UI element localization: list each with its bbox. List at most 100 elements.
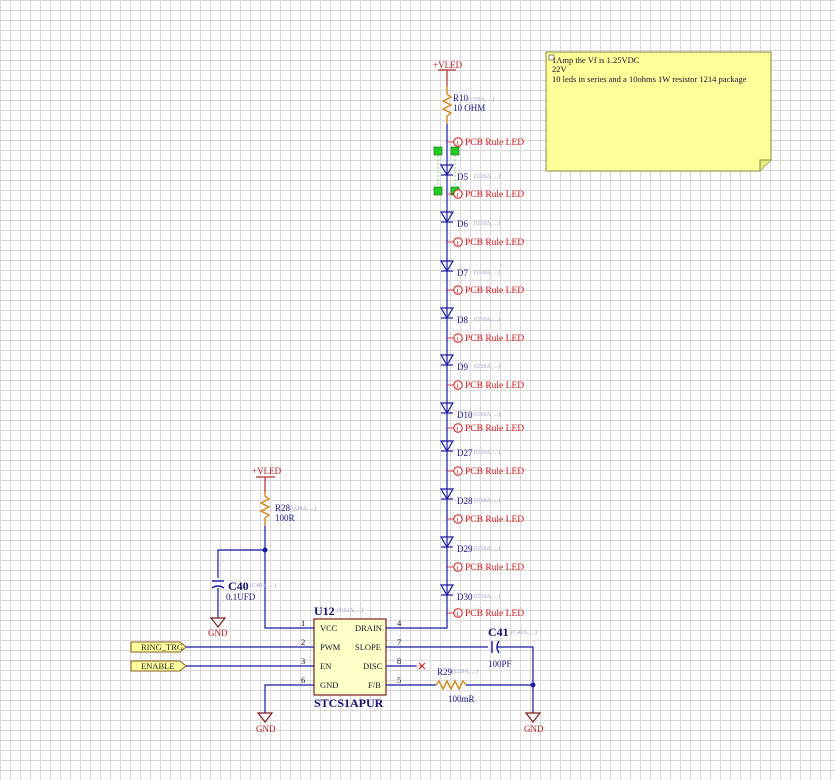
info-icon[interactable]: [453, 562, 463, 573]
vled-left-label: +VLED: [252, 466, 282, 476]
info-icon[interactable]: [453, 514, 463, 525]
gnd2-label: GND: [256, 724, 276, 734]
ring-trg-label: RING_TRG: [141, 642, 183, 652]
junction-fb: [530, 682, 536, 688]
led-d7-ref: D7: [457, 268, 468, 278]
gnd3-label: GND: [524, 724, 544, 734]
info-icon[interactable]: [453, 466, 463, 477]
pcb-rule-label: PCB Rule LED: [465, 467, 524, 477]
power-port-vled-left[interactable]: +VLED: [252, 466, 282, 492]
pin-fb-name: F/B: [368, 680, 381, 690]
c41-wire[interactable]: [497, 646, 534, 685]
c40-tag: (C40A, ...): [250, 582, 276, 589]
pcb-rule-label: PCB Rule LED: [465, 286, 524, 296]
gnd1-label: GND: [208, 628, 228, 638]
pin-pwm-name: PWM: [320, 642, 341, 652]
r10-ref: R10: [453, 93, 469, 103]
r10-tag: (U10A, ...): [468, 96, 494, 103]
vcc-wire[interactable]: [264, 526, 284, 629]
led-chain[interactable]: D5(U10A, ...)D6(U10A, ...)D7(U10A, ...)D…: [440, 137, 524, 602]
led-d6-ref: D6: [457, 219, 468, 229]
info-icon[interactable]: [453, 380, 463, 391]
led-d27-ref: D27: [457, 448, 473, 458]
disc-no-connect[interactable]: [416, 662, 426, 670]
pcb-rule-label: PCB Rule LED: [465, 138, 524, 148]
c41-tag: (C41A, ...): [511, 629, 537, 636]
pin-1-num: 1: [301, 618, 305, 628]
info-icon[interactable]: [453, 237, 463, 248]
resistor-r29[interactable]: R29 (U29A, ...) 100mR: [435, 667, 478, 704]
c41-ref: C41: [488, 625, 509, 639]
led-d7-tag: (U10A, ...): [474, 269, 500, 276]
led-d8-tag: (U10A, ...): [474, 316, 500, 323]
r29-ref: R29: [437, 667, 453, 677]
pin-6-num: 6: [301, 675, 305, 685]
u12-part: STCS1APUR: [314, 696, 384, 710]
pcb-rule-label: PCB Rule LED: [465, 515, 524, 525]
led-d5-tag: (U10A, ...): [474, 173, 500, 180]
led-d9-tag: (U10A, ...): [474, 363, 500, 370]
pin-7-num: 7: [397, 637, 401, 647]
info-icon[interactable]: [453, 189, 463, 200]
pcb-rule-label: PCB Rule LED: [465, 424, 524, 434]
led-d27-tag: (U10A, ...): [474, 449, 500, 456]
info-icon[interactable]: [453, 137, 463, 148]
pin-8-num: 8: [397, 656, 401, 666]
rule-label-drain: PCB Rule LED: [465, 609, 524, 619]
r28-value: 100R: [275, 513, 295, 523]
ground-gnd-ic[interactable]: GND: [256, 712, 276, 734]
enable-label: ENABLE: [141, 661, 175, 671]
ground-gnd-fb[interactable]: GND: [524, 712, 544, 734]
led-d29-ref: D29: [457, 544, 473, 554]
r10-value: 10 OHM: [453, 103, 485, 113]
c40-top-wire[interactable]: [217, 549, 265, 578]
c40-value: 0.1UFD: [226, 592, 256, 602]
led-d30-ref: D30: [457, 592, 473, 602]
pcb-rule-label: PCB Rule LED: [465, 381, 524, 391]
r29-value: 100mR: [448, 694, 475, 704]
note-box[interactable]: 1Amp the Vf is 1.25VDC 22V 10 leds in se…: [545, 51, 772, 172]
pin-disc-name: DISC: [363, 661, 383, 671]
pcb-rule-label: PCB Rule LED: [465, 238, 524, 248]
drain-wire[interactable]: [416, 622, 448, 629]
port-enable[interactable]: ENABLE: [130, 660, 187, 672]
info-icon[interactable]: [453, 423, 463, 434]
pcb-rule-label: PCB Rule LED: [465, 334, 524, 344]
resistor-r10[interactable]: R10 (U10A, ...) 10 OHM: [441, 86, 494, 124]
led-d30-tag: (U10A, ...): [474, 593, 500, 600]
note-line-1: 1Amp the Vf is 1.25VDC: [552, 55, 640, 65]
ground-gnd-c40[interactable]: GND: [208, 617, 228, 638]
led-d10-ref: D10: [457, 410, 473, 420]
info-icon[interactable]: [453, 285, 463, 296]
ic-u12[interactable]: U12 (U12A, ...) STCS1APUR 1 2 3 6 VCC PW…: [284, 604, 416, 710]
pcb-rule-label: PCB Rule LED: [465, 190, 524, 200]
pin-4-num: 4: [397, 618, 402, 628]
pcb-rule-marker-drain[interactable]: PCB Rule LED: [447, 608, 524, 619]
led-d29-tag: (U10A, ...): [474, 545, 500, 552]
pin-slope-name: SLOPE: [355, 642, 381, 652]
note-line-3: 10 leds in series and a 10ohms 1W resist…: [552, 74, 747, 84]
junction-vcc: [262, 547, 268, 553]
gnd-pin-wire[interactable]: [264, 684, 284, 713]
led-d6-tag: (U10A, ...): [474, 220, 500, 227]
power-port-vled-top[interactable]: +VLED: [433, 60, 463, 86]
c40-ref: C40: [228, 579, 249, 593]
led-d9-ref: D9: [457, 362, 468, 372]
info-icon[interactable]: [453, 333, 463, 344]
pin-5-num: 5: [397, 675, 401, 685]
port-ring-trg[interactable]: RING_TRG: [130, 641, 187, 653]
capacitor-c40[interactable]: C40 (C40A, ...) 0.1UFD: [211, 579, 276, 618]
note-line-2: 22V: [552, 64, 568, 74]
r29-wire[interactable]: [466, 684, 534, 713]
capacitor-c41[interactable]: C41 (C41A, ...) 100PF: [488, 625, 537, 669]
resistor-r28[interactable]: R28 (U28A, ...) 100R: [259, 492, 316, 526]
r29-tag: (U29A, ...): [452, 668, 478, 675]
led-d28-ref: D28: [457, 496, 473, 506]
u12-tag: (U12A, ...): [337, 607, 363, 614]
led-d10-tag: (U10A, ...): [474, 411, 500, 418]
c41-value: 100PF: [488, 659, 512, 669]
pin-2-num: 2: [301, 637, 305, 647]
pin-vcc-name: VCC: [320, 623, 338, 633]
u12-ref: U12: [314, 604, 335, 618]
